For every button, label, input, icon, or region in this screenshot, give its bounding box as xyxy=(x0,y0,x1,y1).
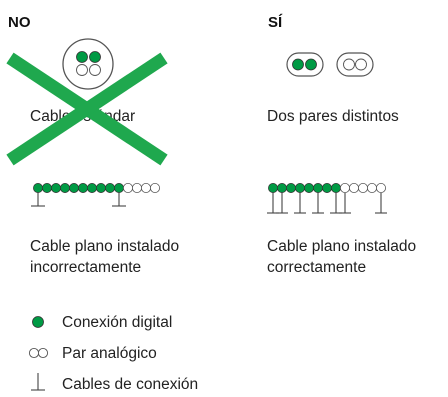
digital-pair-sheath-icon xyxy=(286,52,324,77)
ground-icon xyxy=(330,193,342,214)
caption-flat-incorrect-line1: Cable plano instalado xyxy=(30,238,180,255)
digital-dot-icon xyxy=(304,183,314,193)
ground-icon xyxy=(375,193,387,214)
analog-pair-sheath-icon xyxy=(336,52,374,77)
analog-wire-icon xyxy=(339,182,350,193)
ground-icon xyxy=(276,193,288,214)
legend-analog-label: Par analógico xyxy=(62,345,157,362)
flat-cable-incorrect-figure xyxy=(31,182,160,207)
digital-dot-icon xyxy=(292,58,304,71)
digital-dot-icon xyxy=(89,51,101,63)
legend-ground-icon xyxy=(31,373,45,391)
analog-wire-icon xyxy=(348,182,359,193)
ground-icon xyxy=(312,193,324,214)
standard-cable-figure xyxy=(62,38,114,90)
header-no: NO xyxy=(8,14,31,31)
caption-two-pairs: Dos pares distintos xyxy=(267,108,399,125)
digital-dot-icon xyxy=(78,183,88,193)
digital-dot-icon xyxy=(268,183,278,193)
analog-wire-icon xyxy=(123,182,134,193)
digital-dot-icon xyxy=(33,183,43,193)
analog-wire-icon xyxy=(375,182,386,193)
digital-dot-icon xyxy=(76,51,88,63)
digital-dot-icon xyxy=(313,183,323,193)
digital-dot-icon xyxy=(42,183,52,193)
digital-dot-icon xyxy=(51,183,61,193)
caption-flat-correct-line1: Cable plano instalado xyxy=(267,238,417,255)
legend-digital-label: Conexión digital xyxy=(62,314,173,331)
digital-dot-icon xyxy=(69,183,79,193)
ground-icon xyxy=(339,193,351,214)
digital-dot-icon xyxy=(60,183,70,193)
caption-flat-incorrect: Cable plano instalado incorrectamente xyxy=(30,236,179,278)
digital-dot-icon xyxy=(114,183,124,193)
caption-flat-correct: Cable plano instalado correctamente xyxy=(267,236,416,278)
legend-ground-label: Cables de conexión xyxy=(62,376,199,393)
caption-flat-incorrect-line2: incorrectamente xyxy=(30,259,142,276)
digital-dot-icon xyxy=(295,183,305,193)
flat-cable-correct-wires xyxy=(268,182,386,193)
analog-wire-icon xyxy=(366,182,377,193)
digital-dot-icon xyxy=(331,183,341,193)
ground-icon xyxy=(112,193,126,207)
header-yes: SÍ xyxy=(268,14,283,31)
caption-flat-correct-line2: correctamente xyxy=(267,259,367,276)
flat-cable-correct-figure xyxy=(267,182,387,214)
digital-dot-icon xyxy=(305,58,317,71)
cable-sheath-icon xyxy=(62,38,114,90)
cross-icon xyxy=(6,52,168,166)
analog-wire-icon xyxy=(343,58,355,71)
digital-dot-icon xyxy=(105,183,115,193)
ground-icon xyxy=(31,193,45,207)
analog-wire-icon xyxy=(355,58,367,71)
legend-analog-pair-icon xyxy=(28,347,49,359)
digital-dot-icon xyxy=(322,183,332,193)
legend-digital-dot-icon xyxy=(32,316,44,328)
flat-cable-incorrect-wires xyxy=(33,182,160,193)
analog-wire-icon xyxy=(357,182,368,193)
digital-dot-icon xyxy=(87,183,97,193)
ground-icon xyxy=(294,193,306,214)
analog-wire-icon xyxy=(131,182,142,193)
analog-wire-icon xyxy=(76,64,88,76)
digital-dot-icon xyxy=(96,183,106,193)
two-pairs-figure xyxy=(286,52,374,77)
analog-wire-icon xyxy=(140,182,151,193)
analog-wire-icon xyxy=(149,182,160,193)
digital-dot-icon xyxy=(277,183,287,193)
digital-dot-icon xyxy=(286,183,296,193)
analog-wire-icon xyxy=(89,64,101,76)
ground-icon xyxy=(267,193,279,214)
